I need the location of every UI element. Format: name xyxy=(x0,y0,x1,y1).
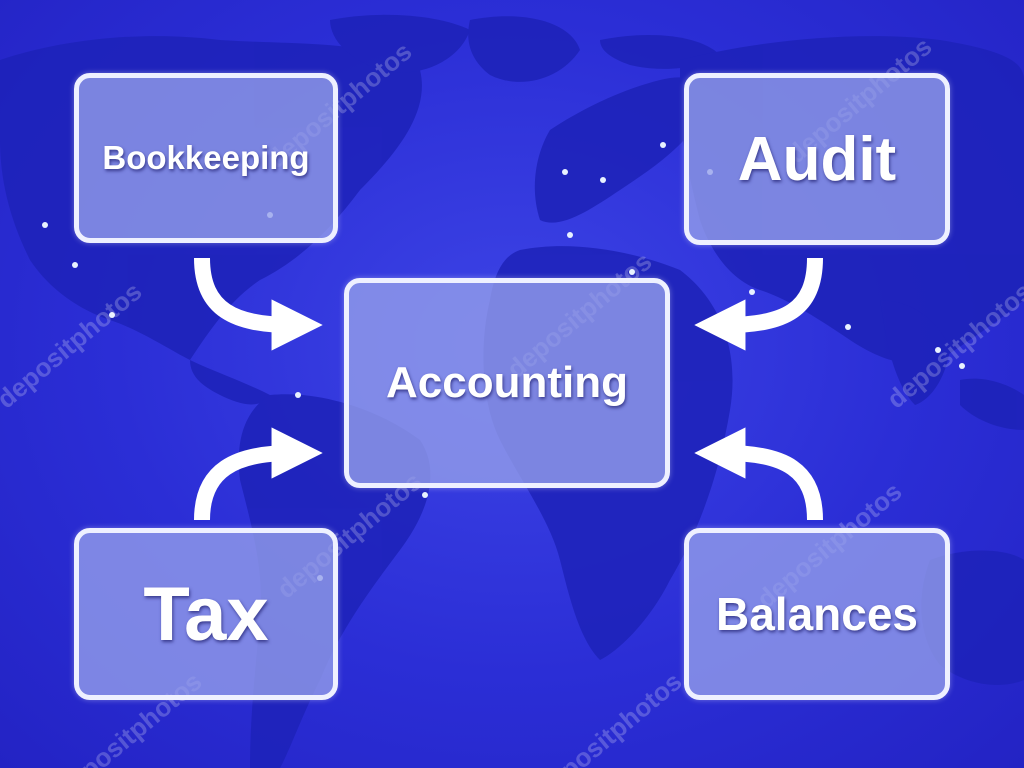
audit-label: Audit xyxy=(737,124,897,194)
bookkeeping-box: Bookkeeping xyxy=(74,73,338,243)
tax-box: Tax xyxy=(74,528,338,700)
tax-label: Tax xyxy=(143,571,269,657)
accounting-box: Accounting xyxy=(344,278,670,488)
audit-box: Audit xyxy=(684,73,950,245)
curved-arrow-icon xyxy=(194,257,323,351)
balances-label: Balances xyxy=(715,588,918,640)
balances-box: Balances xyxy=(684,528,950,700)
accounting-label: Accounting xyxy=(386,358,628,407)
curved-arrow-icon xyxy=(194,427,323,521)
curved-arrow-icon xyxy=(694,257,823,351)
bookkeeping-label: Bookkeeping xyxy=(102,139,310,176)
curved-arrow-icon xyxy=(694,427,823,521)
